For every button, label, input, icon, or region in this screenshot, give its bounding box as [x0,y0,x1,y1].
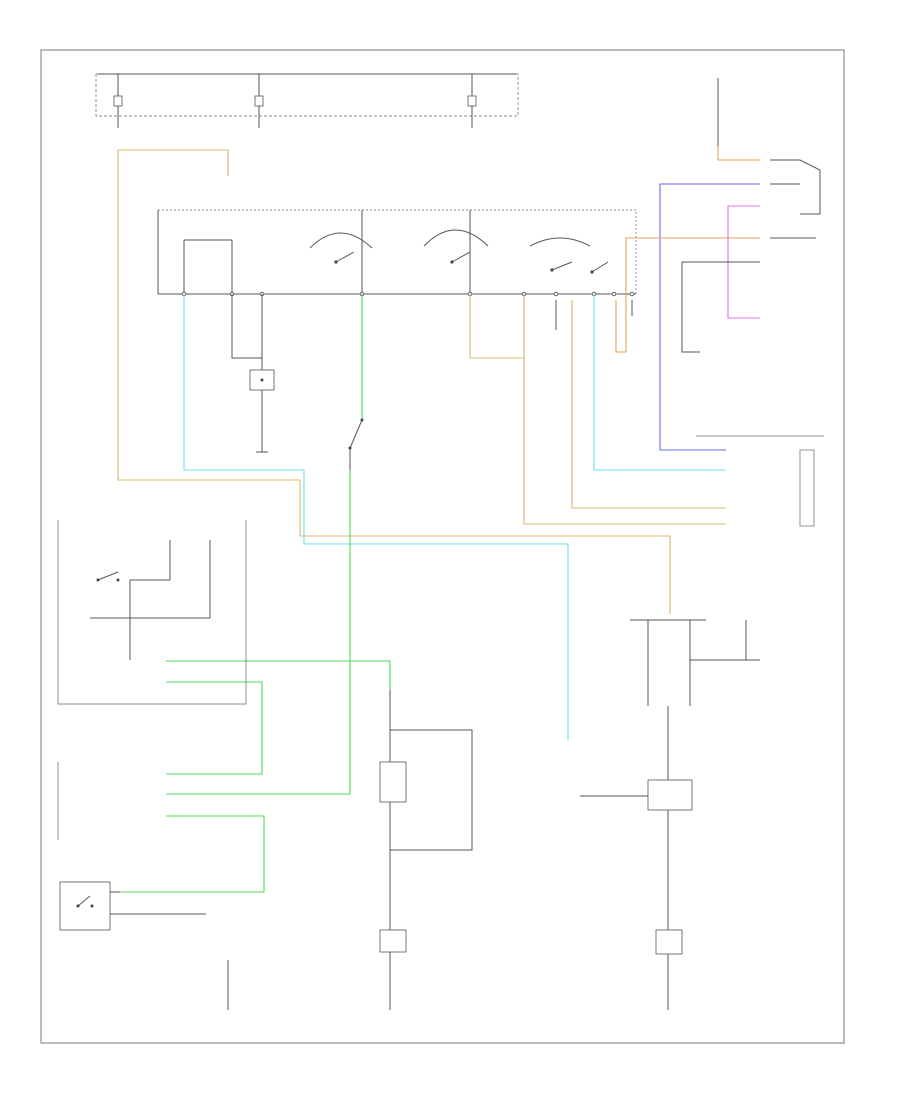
blower-motor [580,619,760,1010]
right-module [799,449,815,527]
wire-tan-right [469,294,524,359]
control-head [157,209,637,297]
pressure-switch [59,881,229,1010]
diagram-frame [40,49,845,1044]
wire-light-blue-left [183,294,569,740]
wire-blue [659,183,760,451]
left-switch-box [57,520,247,705]
wire-light-blue-right [593,294,726,471]
fuse-2 [254,74,264,128]
fuse-block-top [95,73,519,128]
compressor-clutch [379,690,473,1010]
wire-tan-main [117,150,671,614]
wire-orange [615,237,760,353]
fuse-3 [467,74,477,128]
fuse-1 [113,74,123,128]
compressor-switch [348,418,364,470]
relay-left [249,369,275,453]
